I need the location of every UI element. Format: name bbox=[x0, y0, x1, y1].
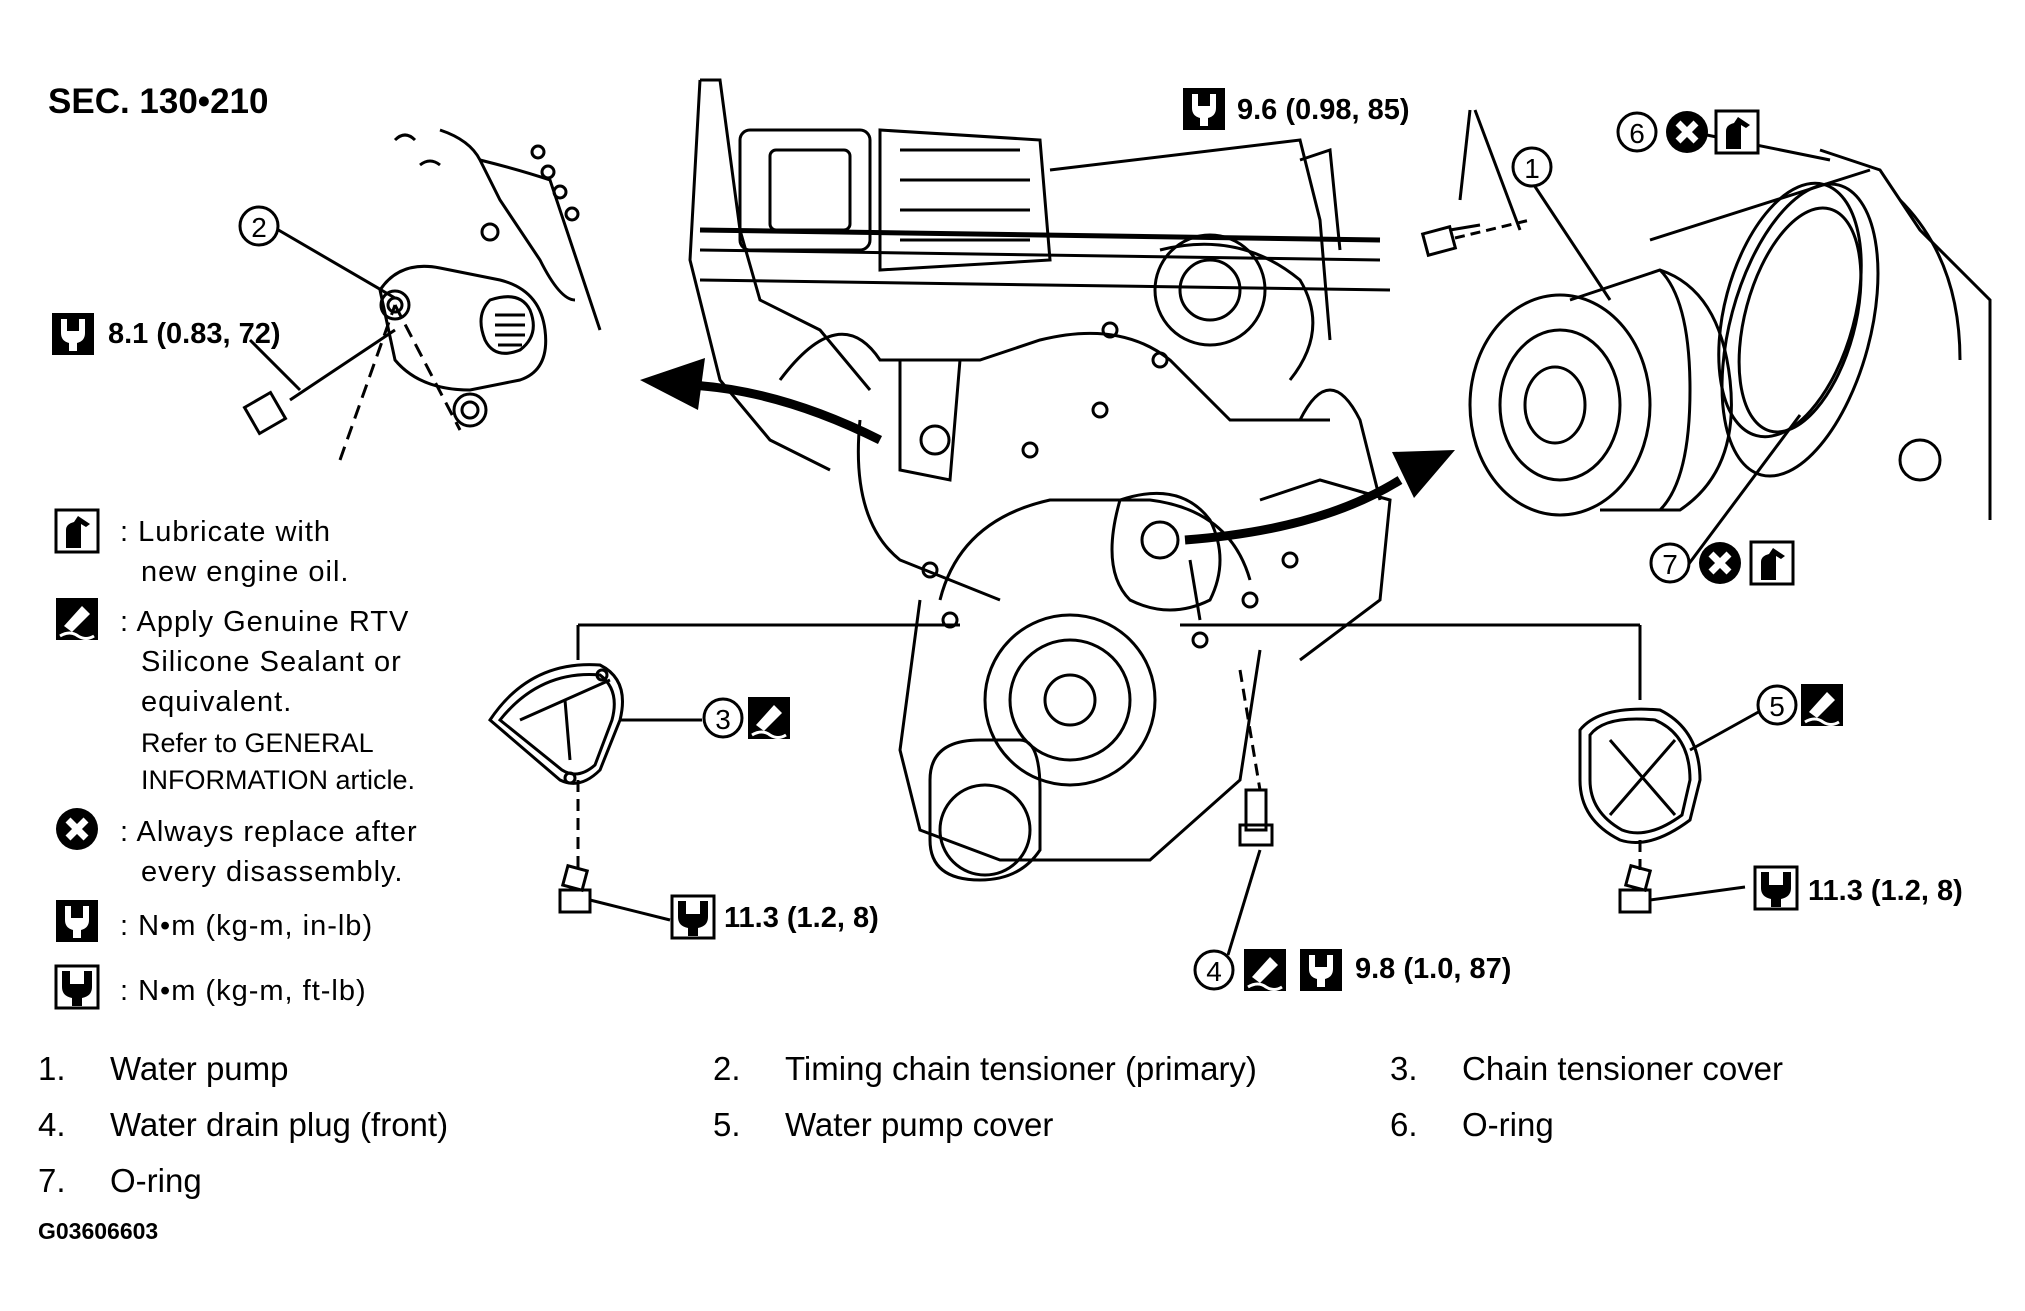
svg-text:2: 2 bbox=[251, 212, 267, 243]
arrow-to-tensioner bbox=[640, 358, 883, 445]
torque-wrench-inlb-icon bbox=[52, 313, 94, 355]
sealant-tube-icon bbox=[1242, 947, 1288, 993]
callout-6: 6 bbox=[1616, 111, 1658, 153]
svg-text:4: 4 bbox=[1206, 956, 1222, 987]
torque-wrench-inlb-icon bbox=[56, 900, 98, 942]
part-number: 3. bbox=[1390, 1050, 1418, 1087]
replace-x-icon bbox=[1666, 111, 1708, 153]
water-pump-cover bbox=[1180, 559, 1702, 870]
part-number: 1. bbox=[38, 1050, 66, 1087]
legend-lubricate-line1: : Lubricate with bbox=[120, 516, 332, 548]
svg-text:5: 5 bbox=[1769, 691, 1785, 722]
torque-spec-2: 8.1 (0.83, 72) bbox=[108, 318, 281, 350]
part-number: 6. bbox=[1390, 1106, 1418, 1143]
legend-rtv-line4: Refer to GENERAL bbox=[141, 728, 374, 758]
bolt-cover-5 bbox=[1618, 863, 1746, 914]
part-name: Water drain plug (front) bbox=[110, 1106, 449, 1143]
legend-replace-line2: every disassembly. bbox=[141, 856, 404, 888]
svg-text:3: 3 bbox=[715, 704, 731, 735]
legend-rtv-line3: equivalent. bbox=[141, 686, 293, 718]
svg-text:7: 7 bbox=[1662, 549, 1678, 580]
part-number: 7. bbox=[38, 1162, 66, 1199]
replace-x-icon bbox=[1699, 542, 1741, 584]
torque-spec-4: 9.8 (1.0, 87) bbox=[1355, 953, 1512, 985]
figure-code: G03606603 bbox=[38, 1218, 159, 1244]
part-name: O-ring bbox=[110, 1162, 202, 1199]
sealant-tube-icon bbox=[54, 596, 100, 642]
svg-text:1: 1 bbox=[1524, 153, 1540, 184]
tensioner-illustration bbox=[242, 128, 602, 461]
torque-spec-3: 11.3 (1.2, 8) bbox=[724, 902, 879, 934]
oil-can-icon bbox=[54, 508, 100, 554]
section-label: SEC. 130•210 bbox=[48, 82, 269, 121]
part-number: 2. bbox=[713, 1050, 741, 1087]
engine-illustration bbox=[688, 78, 1392, 882]
arrow-to-water-pump bbox=[1184, 450, 1455, 545]
part-number: 5. bbox=[713, 1106, 741, 1143]
callout-1: 1 bbox=[1511, 146, 1553, 188]
part-name: Chain tensioner cover bbox=[1462, 1050, 1784, 1087]
legend-lubricate-line2: new engine oil. bbox=[141, 556, 350, 588]
bolt-cover-3 bbox=[558, 863, 671, 922]
torque-wrench-ftlb-icon bbox=[54, 964, 100, 1010]
torque-wrench-inlb-icon bbox=[1300, 949, 1342, 991]
torque-wrench-ftlb-icon bbox=[670, 894, 716, 940]
legend-rtv-line5: INFORMATION article. bbox=[141, 765, 416, 795]
replace-x-icon bbox=[56, 808, 98, 850]
water-pump-illustration bbox=[1420, 148, 1992, 520]
torque-wrench-inlb-icon bbox=[1183, 88, 1225, 130]
legend-rtv-line1: : Apply Genuine RTV bbox=[120, 606, 410, 638]
part-name: O-ring bbox=[1462, 1106, 1554, 1143]
legend-rtv-line2: Silicone Sealant or bbox=[141, 646, 402, 678]
legend-nm-ftlb: : N•m (kg-m, ft-lb) bbox=[120, 975, 367, 1007]
legend-replace-line1: : Always replace after bbox=[120, 816, 418, 848]
sealant-tube-icon bbox=[746, 695, 792, 741]
svg-text:6: 6 bbox=[1629, 118, 1645, 149]
legend-nm-inlb: : N•m (kg-m, in-lb) bbox=[120, 910, 374, 942]
chain-tensioner-cover bbox=[488, 623, 960, 870]
callout-4: 4 bbox=[1193, 949, 1235, 991]
part-number: 4. bbox=[38, 1106, 66, 1143]
oil-can-icon bbox=[1749, 540, 1795, 586]
part-name: Timing chain tensioner (primary) bbox=[785, 1050, 1257, 1087]
callout-3: 3 bbox=[702, 697, 744, 739]
water-drain-plug bbox=[1226, 669, 1274, 956]
torque-spec-1: 9.6 (0.98, 85) bbox=[1237, 94, 1410, 126]
callout-2: 2 bbox=[238, 205, 280, 247]
sealant-tube-icon bbox=[1799, 682, 1845, 728]
callout-5: 5 bbox=[1756, 684, 1798, 726]
torque-wrench-ftlb-icon bbox=[1753, 865, 1799, 911]
oil-can-icon bbox=[1714, 109, 1760, 155]
part-name: Water pump bbox=[110, 1050, 289, 1087]
callout-leaders bbox=[248, 109, 1831, 752]
torque-spec-5: 11.3 (1.2, 8) bbox=[1808, 875, 1963, 907]
part-name: Water pump cover bbox=[785, 1106, 1054, 1143]
callout-7: 7 bbox=[1649, 542, 1691, 584]
